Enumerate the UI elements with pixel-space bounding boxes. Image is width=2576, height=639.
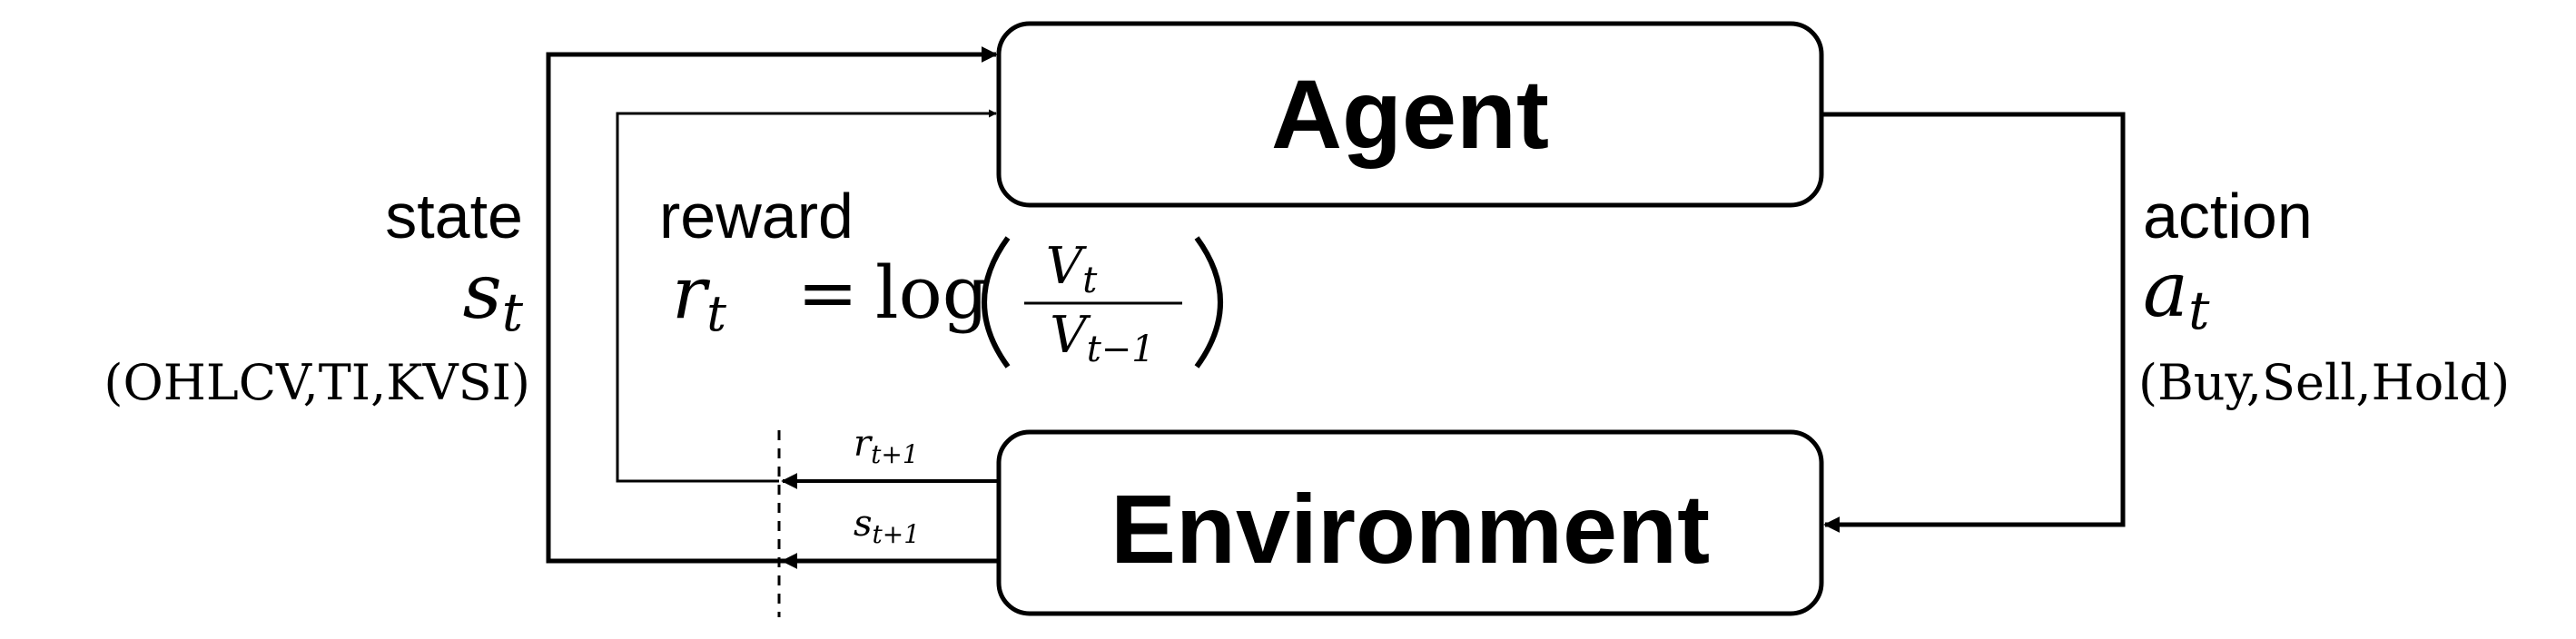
reward-log: log bbox=[875, 251, 989, 335]
action-arrow bbox=[1821, 112, 2126, 533]
state-label: state bbox=[385, 181, 523, 251]
next-state-label: st+1 bbox=[854, 503, 920, 549]
reward-loop-arrow bbox=[616, 109, 997, 483]
action-label: action bbox=[2143, 181, 2313, 251]
action-symbol: at bbox=[2143, 245, 2210, 341]
environment-label: Environment bbox=[1110, 474, 1710, 584]
next-reward-label: rt+1 bbox=[854, 423, 919, 469]
state-detail: (OHLCV,TI,KVSI) bbox=[104, 354, 530, 411]
state-symbol: st bbox=[463, 247, 524, 343]
reward-label: reward bbox=[659, 181, 854, 251]
agent-label: Agent bbox=[1271, 59, 1549, 169]
state-loop-arrow bbox=[546, 46, 999, 564]
left-paren bbox=[982, 236, 1011, 369]
action-detail: (Buy,Sell,Hold) bbox=[2138, 354, 2510, 411]
reward-denominator: Vt−1 bbox=[1050, 306, 1155, 370]
reward-equals: = bbox=[797, 251, 858, 335]
reward-numerator: Vt bbox=[1046, 237, 1098, 301]
reward-formula: rt = log Vt Vt−1 bbox=[672, 236, 1223, 370]
environment-box bbox=[996, 429, 1824, 616]
right-paren bbox=[1194, 236, 1223, 369]
reward-lhs: rt bbox=[672, 251, 726, 342]
